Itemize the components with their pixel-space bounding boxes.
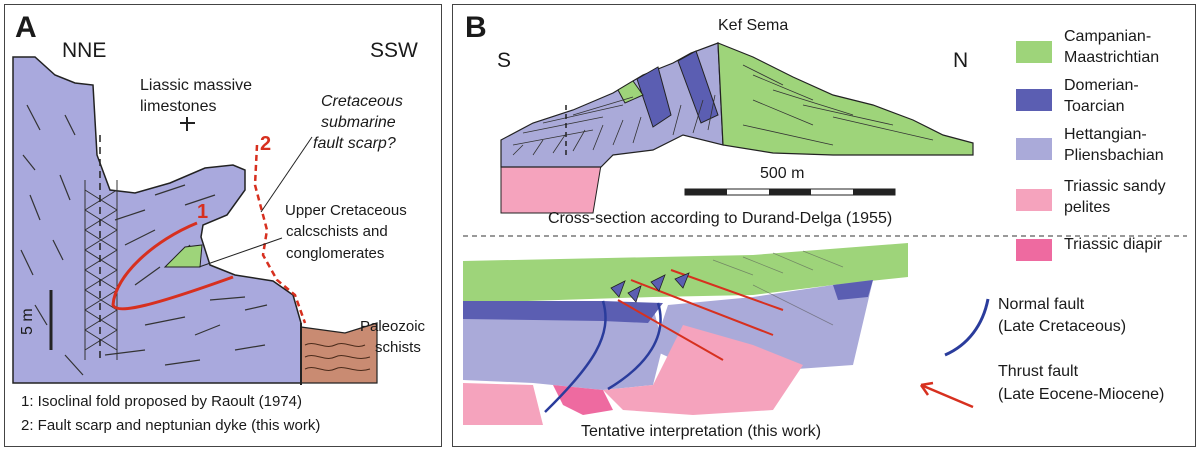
caption-bottom: Tentative interpretation (this work) [581,423,822,440]
fault-scarp-dashed [253,144,307,324]
thrust-fault-3 [670,269,784,311]
bottom-triassic-left [463,383,543,425]
legend-label-triassic-1: Triassic sandy [1064,178,1166,195]
thrust-fault-2 [617,299,724,361]
upper-cretaceous-wedge [163,244,203,268]
legend-swatch-campanian [1016,41,1052,63]
legend-normal-fault-2: (Late Cretaceous) [998,318,1127,335]
upper-cret-label-line2: calcschists and [286,223,388,240]
legend-label-domerian-1: Domerian- [1064,77,1139,94]
scale-bar-b [684,188,896,196]
panel-a-letter: A [15,11,37,44]
panel-a: A NNE SSW Liassic massive limestones Cre… [4,4,442,447]
panel-a-cross-section [12,56,378,385]
legend-label-campanian-2: Maastrichtian [1064,49,1160,66]
legend-swatch-domerian [1016,89,1052,111]
top-section [500,42,974,214]
legend-thrust-fault-symbol [919,381,974,409]
top-green-right [717,42,974,156]
thrust-triangles [610,272,690,303]
panel-b-cross-sections [463,42,1187,425]
bottom-domerian-right [833,280,873,300]
marker-1: 1 [197,201,209,223]
legend-label-triassic-2: pelites [1064,199,1111,216]
legend-normal-fault-1: Normal fault [998,296,1085,313]
thrust-fault-1 [630,279,774,336]
bottom-hettangian-left [463,303,663,390]
top-domerian-1 [636,66,672,128]
panel-b-letter: B [465,11,487,44]
bottom-texture [712,250,844,326]
legend-swatch-triassic [1016,189,1052,211]
bottom-triassic-diapir [553,385,613,415]
scarp-label-line1: Cretaceous [321,93,403,110]
limestone-texture [20,104,268,376]
bottom-domerian-band [463,301,663,323]
legend-thrust-fault-1: Thrust fault [998,363,1079,380]
legend-normal-fault-symbol [944,298,990,357]
paleozoic-label-line1: Paleozoic [360,318,426,335]
direction-n: N [953,49,969,72]
scarp-label-line3: fault scarp? [313,135,396,152]
direction-ssw: SSW [370,39,418,62]
dip-symbol [180,117,195,131]
liassic-label-line1: Liassic massive [140,77,253,94]
bottom-green-band [463,243,908,303]
upper-cret-label-line3: conglomerates [286,245,385,262]
schist-texture [304,343,371,371]
bottom-triassic-pink [603,325,803,415]
upper-cret-label-line1: Upper Cretaceous [285,202,407,219]
legend-label-diapir: Triassic diapir [1064,236,1163,253]
top-texture [512,64,934,156]
top-green-left [617,80,644,104]
note-1: 1: Isoclinal fold proposed by Raoult (19… [21,393,303,410]
liassic-label-line2: limestones [140,98,217,115]
legend-label-campanian-1: Campanian- [1064,28,1152,45]
legend-label-hettangian-1: Hettangian- [1064,126,1147,143]
scale-label-b: 500 m [760,165,805,182]
normal-fault-1 [544,300,607,413]
peak-label: Kef Sema [718,17,789,34]
pointer-scarp [260,136,313,213]
crosshatch-band [84,180,118,360]
legend-swatch-diapir [1016,239,1052,261]
legend-label-hettangian-2: Pliensbachian [1064,147,1164,164]
pointer-cretaceous [198,237,283,268]
marker-2: 2 [260,133,272,155]
isoclinal-fold-line [111,221,234,311]
paleozoic-label-line2: schists [375,339,421,356]
direction-s: S [497,49,512,72]
panel-b: B S N Kef Sema 500 m Cross-section accor… [452,4,1196,447]
bottom-section [463,243,908,425]
caption-top: Cross-section according to Durand-Delga … [548,210,893,227]
direction-nne: NNE [62,39,107,62]
scale-label-a: 5 m [19,308,36,335]
legend-thrust-fault-2: (Late Eocene-Miocene) [998,386,1165,403]
scarp-label-line2: submarine [321,114,396,131]
legend-label-domerian-2: Toarcian [1064,98,1125,115]
top-domerian-2 [677,50,719,124]
top-triassic [500,164,602,214]
note-2: 2: Fault scarp and neptunian dyke (this … [21,417,321,434]
legend-swatch-hettangian [1016,138,1052,160]
normal-fault-2 [607,302,662,391]
